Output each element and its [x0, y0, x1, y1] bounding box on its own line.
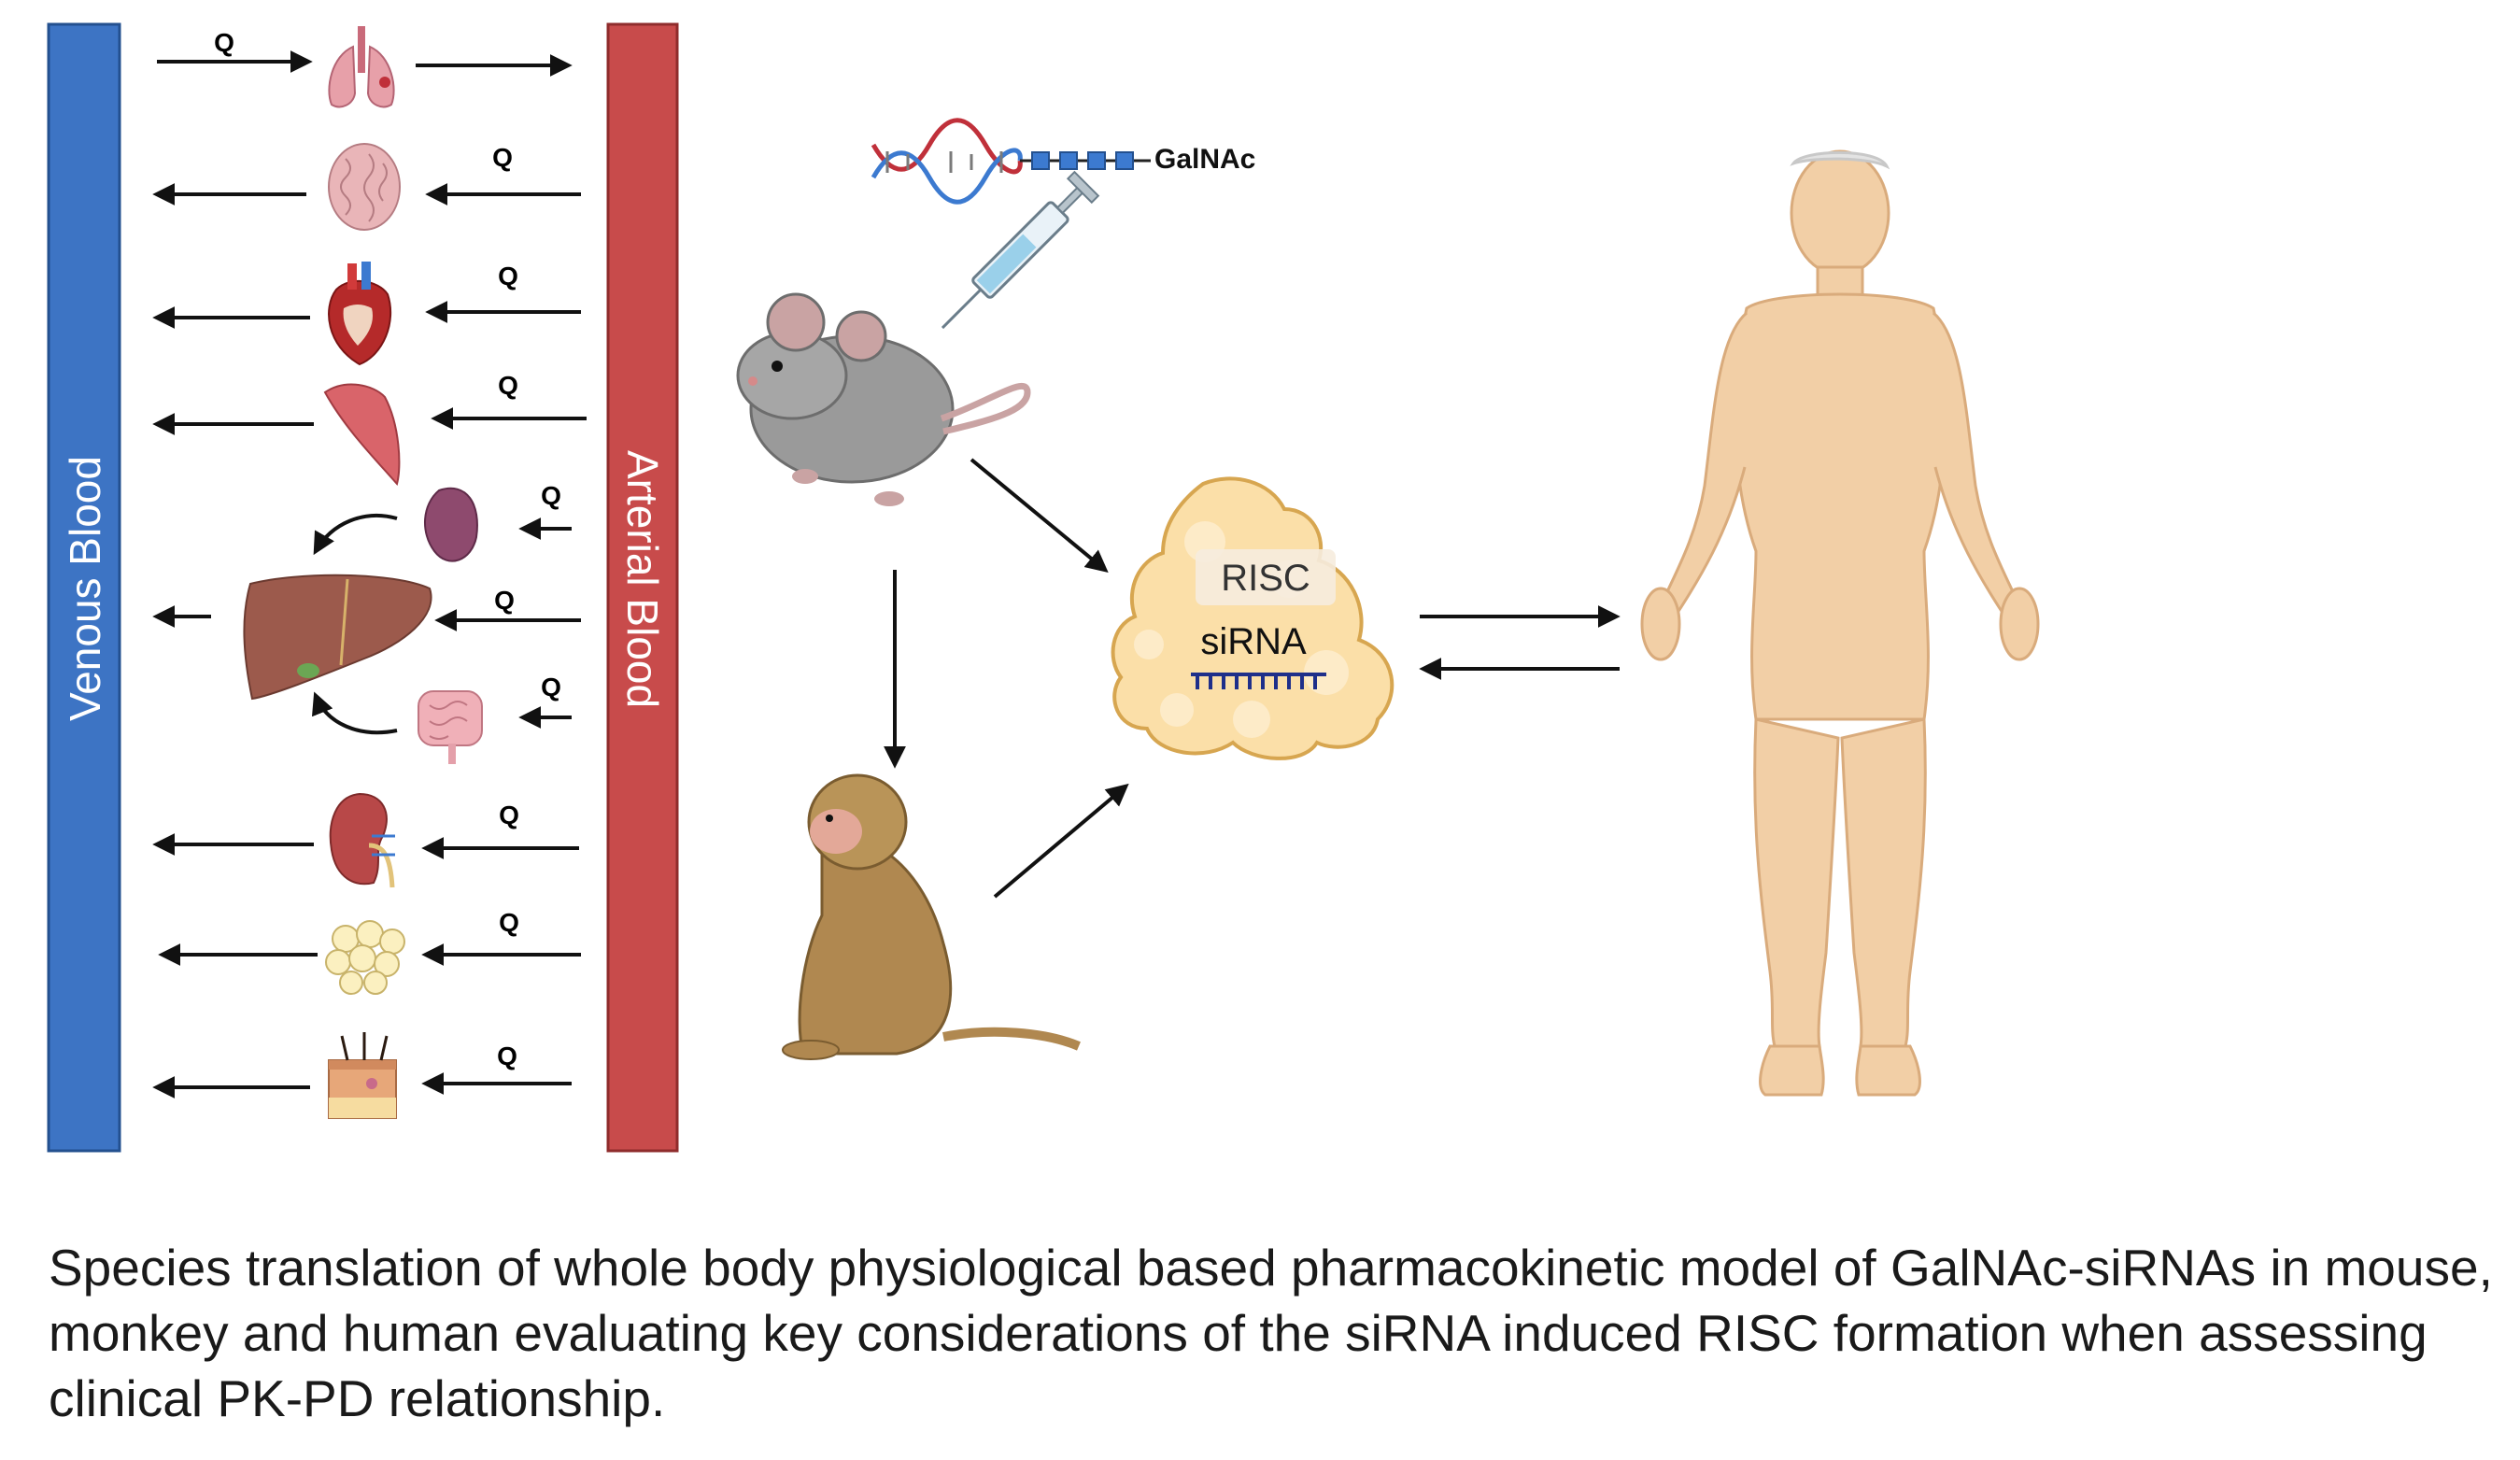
monkey-icon [782, 773, 1081, 1060]
arterial-blood-column [606, 22, 679, 1153]
venous-blood-column [47, 22, 121, 1153]
arterial-blood-label: Arterial Blood [618, 450, 667, 708]
risc-label-box [1196, 549, 1336, 605]
sirna-strand-icon [1191, 673, 1326, 689]
brain-icon [328, 143, 401, 231]
flow-label-muscle: Q [498, 371, 518, 400]
flow-label-liver: Q [494, 586, 515, 615]
liver-icon [243, 574, 432, 701]
figure-caption: Species translation of whole body physio… [49, 1239, 2493, 1427]
flow-label-brain: Q [492, 143, 513, 172]
arrow-mouse-to-risc [970, 458, 1109, 574]
adipose-icon [325, 920, 405, 995]
human-icon [1640, 149, 2040, 1097]
kidney-icon [329, 792, 395, 888]
intestine-icon [418, 690, 483, 764]
intestine-row: Q [312, 673, 572, 764]
spleen-icon [423, 488, 478, 562]
arrow-monkey-to-risc [993, 783, 1129, 899]
lung-icon [328, 26, 395, 108]
syringe-icon [941, 170, 1100, 330]
kidney-row: Q [152, 792, 579, 888]
venous-blood-label: Venous Blood [61, 456, 109, 721]
risc-complex: RISC siRNA [1111, 476, 1394, 760]
lung-row: Q [157, 26, 573, 108]
galnac-label: GalNAc [1154, 144, 1255, 175]
mouse-icon [736, 292, 1031, 506]
flow-label-kidney: Q [499, 801, 519, 829]
risc-label: RISC [1221, 558, 1310, 599]
flow-label-heart: Q [498, 262, 518, 291]
flow-label-lung: Q [214, 28, 234, 57]
heart-icon [328, 262, 392, 366]
skin-icon [328, 1032, 397, 1119]
muscle-row: Q [152, 371, 587, 487]
brain-row: Q [152, 143, 581, 231]
galnac-sirna-conjugate: GalNAc [871, 118, 1255, 205]
flow-label-spleen: Q [541, 481, 561, 510]
flow-label-skin: Q [497, 1042, 517, 1070]
liver-row: Q [152, 574, 581, 701]
skin-row: Q [152, 1032, 572, 1119]
muscle-icon [323, 383, 401, 487]
sirna-label: siRNA [1200, 621, 1307, 662]
adipose-row: Q [158, 908, 581, 995]
flow-label-intestine: Q [541, 673, 561, 702]
spleen-row: Q [313, 481, 572, 562]
flow-label-adipose: Q [499, 908, 519, 937]
heart-row: Q [152, 262, 581, 366]
